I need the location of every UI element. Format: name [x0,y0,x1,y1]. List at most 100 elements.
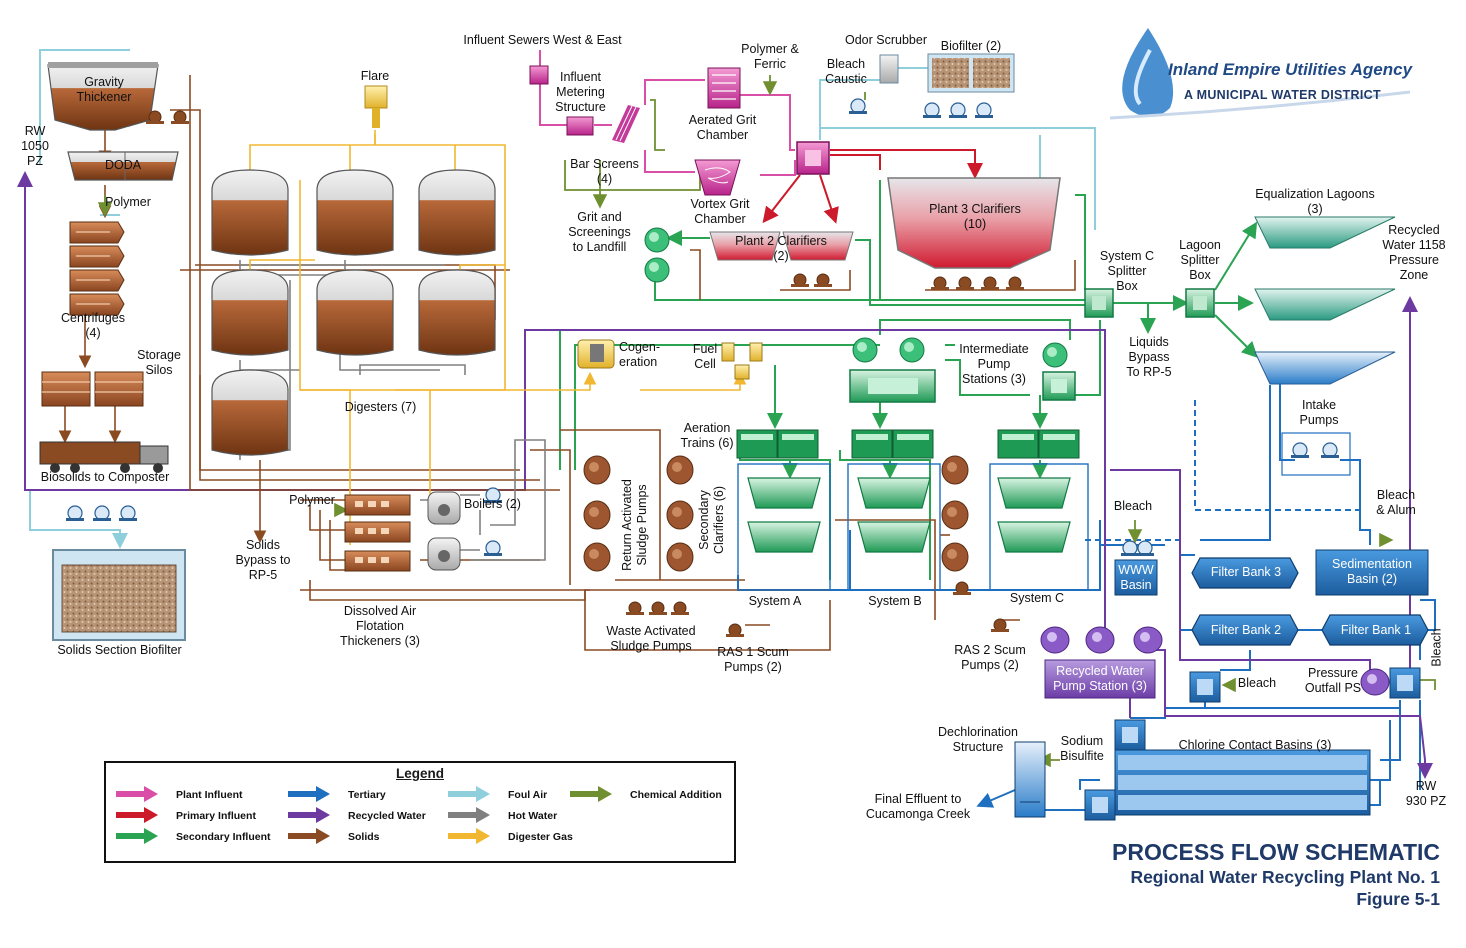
legend-arrow-chemical-addition [570,786,612,802]
system-b-label: System B [868,594,922,608]
daf-thickeners [344,494,411,572]
system-c-splitter-box [1084,288,1114,318]
title-main: PROCESS FLOW SCHEMATIC [1112,839,1440,865]
filter-banks [1191,557,1429,646]
aerated-grit-chamber [707,67,741,109]
ras2-label: RAS 2 Scum Pumps (2) [954,643,1026,672]
doda-tank [67,151,179,181]
gravity-thickener [47,62,190,131]
equalization-lagoons-label: Equalization Lagoons (3) [1255,187,1375,216]
ieua-logo-mark [1109,28,1411,120]
storage-silos-label: Storage Silos [137,348,181,377]
secondary-clarifiers [747,477,1071,553]
legend-arrow-foul-air [448,786,490,802]
influent-metering-label: Influent Metering Structure [555,70,606,114]
system-boxes [737,463,1089,591]
figure-number: Figure 5-1 [1356,889,1440,909]
aeration-trains-label: Aeration Trains (6) [680,421,734,450]
return-sludge-label: Return Activated Sludge Pumps [620,479,649,571]
boilers [427,487,503,571]
boilers-label: Boilers (2) [464,497,521,511]
legend-label: Secondary Influent [176,831,271,843]
polymer-label: Polymer [105,195,151,209]
recycled-1158-label: Recycled Water 1158 Pressure Zone [1382,223,1446,282]
pressure-outfall-label: Pressure Outfall PS [1304,666,1362,695]
grit-screenings-label: Grit and Screenings to Landfill [568,210,631,254]
secondary-clarifiers-label: Secondary Clarifiers (6) [697,485,726,555]
liquids-bypass-label: Liquids Bypass To RP-5 [1126,335,1172,379]
agency-name: Inland Empire Utilities Agency [1168,60,1413,79]
polymer-daf-label: Polymer [289,493,335,507]
system-a-label: System A [748,594,802,608]
legend-label: Solids [348,831,380,843]
digesters-label: Digesters (7) [344,400,417,414]
intermediate-pump-stations [849,337,1076,403]
aerated-grit-label: Aerated Grit Chamber [688,113,757,142]
bleach-vertical-label: Bleach [1429,628,1444,667]
legend-title: Legend [395,766,444,781]
centrifuges-label: Centrifuges (4) [61,311,125,340]
intermediate-pump-label: Intermediate Pump Stations (3) [959,342,1029,386]
pressure-outfall-ps [1189,667,1421,703]
rw-930-label: RW 930 PZ [1405,779,1447,808]
daf-label: Dissolved Air Flotation Thickeners (3) [340,604,420,648]
filter-bank-1-label: Filter Bank 1 [1340,623,1412,637]
legend-label: Chemical Addition [630,789,722,801]
vortex-grit-label: Vortex Grit Chamber [690,197,750,226]
agency-tagline: A MUNICIPAL WATER DISTRICT [1184,88,1381,102]
final-effluent-label: Final Effluent to Cucamonga Creek [865,792,971,821]
recycled-pump-label: Recycled Water Pump Station (3) [1053,664,1147,693]
plant-3-clarifiers [887,177,1061,291]
solids-biofilter-label: Solids Section Biofilter [57,643,182,657]
sedimentation-basin [1315,549,1429,596]
filter-bank-2-label: Filter Bank 2 [1210,623,1282,637]
www-basin-label: WWW Basin [1118,563,1154,592]
vortex-grit-chamber [694,159,741,196]
primary-splitter-box [796,141,830,175]
www-basin [1114,540,1158,596]
primary-influent-lines [762,149,983,224]
rw-1050-label: RW 1050 PZ [21,124,49,168]
legend-label: Digester Gas [508,831,573,843]
storage-silos [41,371,144,407]
ras1-label: RAS 1 Scum Pumps (2) [717,645,789,674]
recycled-water-pump-station [1040,626,1163,699]
dechlorination-label: Dechlorination Structure [938,725,1018,754]
chlorine-contact-basins [1084,719,1371,821]
plant-2-clarifiers [644,227,854,288]
intake-pumps-label: Intake Pumps [1299,398,1339,427]
polymer-ferric-label: Polymer & Ferric [741,42,799,71]
cogeneration-label: Cogen- eration [619,340,660,369]
gravity-thickener-label: Gravity Thickener [76,75,132,104]
system-c-label: System C [1009,591,1065,605]
odor-scrubber [848,54,899,115]
bleach-caustic-label: Bleach Caustic [825,57,867,86]
biosolids-label: Biosolids to Composter [40,470,170,484]
influent-sewers-label: Influent Sewers West & East [463,33,622,47]
flare-label: Flare [360,69,390,83]
legend-label: Recycled Water [348,810,426,822]
plant-3-clarifiers-label: Plant 3 Clarifiers (10) [929,202,1021,231]
plant-2-clarifiers-label: Plant 2 Clarifiers (2) [735,234,827,263]
bleach-small-label: Bleach [1237,676,1277,690]
legend-arrow-tertiary [288,786,330,802]
title-sub: Regional Water Recycling Plant No. 1 [1130,867,1440,887]
legend-arrow-hot-water [448,807,490,823]
solids-bypass-label: Solids Bypass to RP-5 [235,538,291,582]
intake-pumps [1281,432,1351,476]
legend-label: Primary Influent [176,810,256,822]
solids-section-biofilter [52,505,186,641]
legend-label: Foul Air [508,789,548,801]
chlorine-contact-label: Chlorine Contact Basins (3) [1178,738,1332,752]
bleach-alum-label: Bleach & Alum [1376,488,1416,517]
legend-arrow-solids [288,828,330,844]
bar-screens-label: Bar Screens (4) [570,157,639,186]
legend-label: Hot Water [508,810,558,822]
aeration-train-detail [741,434,1075,440]
flare [364,85,388,128]
legend-arrow-digester-gas [448,828,490,844]
waste-sludge-label: Waste Activated Sludge Pumps [606,624,696,653]
doda-label: DODA [104,158,142,172]
bleach-www-label: Bleach [1113,499,1153,513]
